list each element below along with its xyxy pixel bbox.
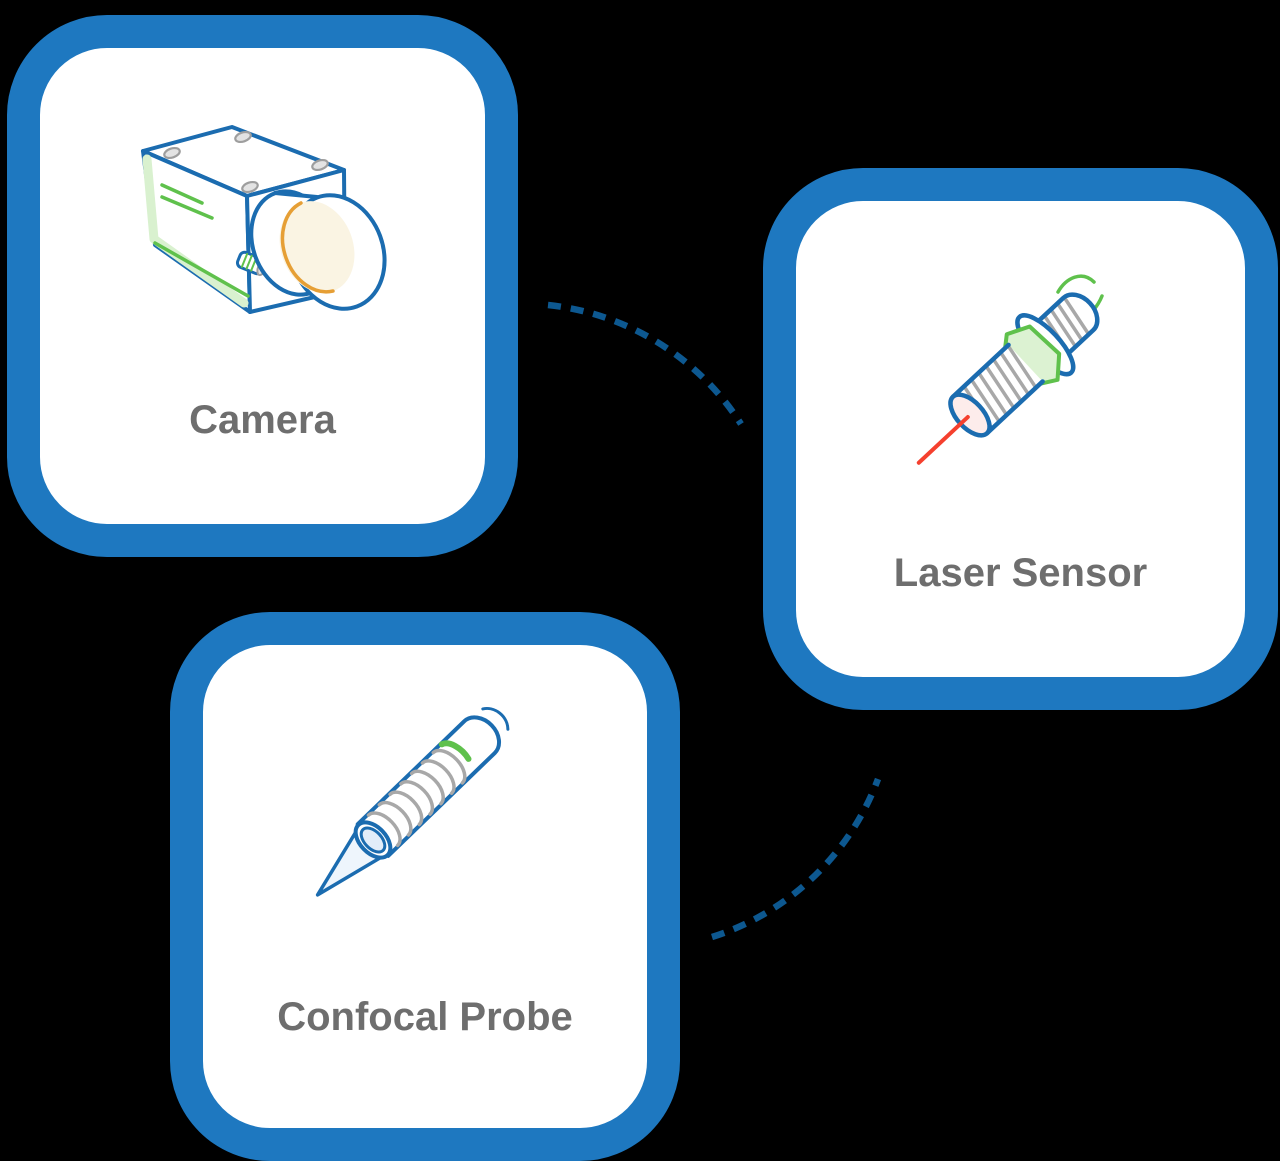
- camera-card[interactable]: Camera: [7, 15, 518, 557]
- laser-sensor-card[interactable]: Laser Sensor: [763, 168, 1278, 710]
- laser-sensor-card-label: Laser Sensor: [893, 551, 1148, 595]
- camera-card-label: Camera: [189, 398, 336, 442]
- confocal-probe-card-label: Confocal Probe: [277, 995, 573, 1039]
- confocal-probe-icon: [315, 707, 510, 897]
- camera-icon: [141, 125, 387, 314]
- connector-camera-to-laser-dashed-arc: [547, 301, 744, 426]
- connector-confocal-to-laser-dashed-arc: [711, 777, 882, 941]
- confocal-probe-card[interactable]: Confocal Probe: [170, 612, 680, 1161]
- laser-sensor-icon: [916, 274, 1104, 465]
